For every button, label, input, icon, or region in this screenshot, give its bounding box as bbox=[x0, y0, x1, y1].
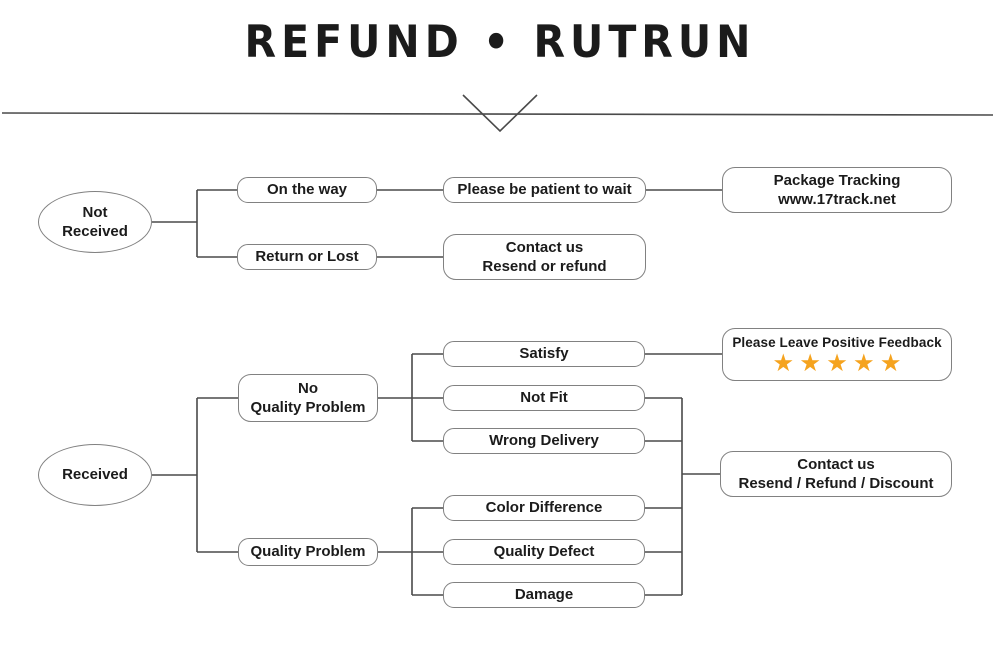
feedback-label: Please Leave Positive Feedback bbox=[732, 334, 942, 350]
node-return-or-lost: Return or Lost bbox=[237, 244, 377, 270]
node-not-fit: Not Fit bbox=[443, 385, 645, 411]
page-title: REFUND • RUTRUN bbox=[244, 16, 756, 68]
node-label: Resend / Refund / Discount bbox=[738, 475, 934, 492]
node-not-received: Not Received bbox=[38, 191, 152, 253]
separator-line bbox=[1, 112, 994, 116]
node-satisfy: Satisfy bbox=[443, 341, 645, 367]
node-wrong-delivery: Wrong Delivery bbox=[443, 428, 645, 454]
node-color-difference: Color Difference bbox=[443, 495, 645, 521]
node-label: No bbox=[298, 379, 318, 397]
node-label: Quality Problem bbox=[250, 399, 366, 416]
node-damage: Damage bbox=[443, 582, 645, 608]
node-label: Not bbox=[82, 203, 108, 221]
star-rating-icon: ★★★★★ bbox=[773, 352, 909, 376]
node-quality-problem: Quality Problem bbox=[238, 538, 378, 566]
node-label: Received bbox=[62, 223, 128, 240]
tracking-url: www.17track.net bbox=[778, 191, 896, 208]
node-contact-resend-refund-discount: Contact us Resend / Refund / Discount bbox=[720, 451, 952, 497]
node-no-quality-problem: No Quality Problem bbox=[238, 374, 378, 422]
node-please-be-patient: Please be patient to wait bbox=[443, 177, 646, 203]
node-on-the-way: On the way bbox=[237, 177, 377, 203]
node-label: Contact us bbox=[505, 238, 584, 256]
node-package-tracking: Package Tracking www.17track.net bbox=[722, 167, 952, 213]
chevron-down-icon bbox=[462, 94, 538, 133]
node-quality-defect: Quality Defect bbox=[443, 539, 645, 565]
node-label: Package Tracking bbox=[773, 171, 901, 189]
node-label: Contact us bbox=[797, 455, 875, 473]
node-received: Received bbox=[38, 444, 152, 506]
node-contact-resend-refund: Contact us Resend or refund bbox=[443, 234, 646, 280]
node-positive-feedback: Please Leave Positive Feedback ★★★★★ bbox=[722, 328, 952, 381]
node-label: Resend or refund bbox=[482, 258, 607, 275]
